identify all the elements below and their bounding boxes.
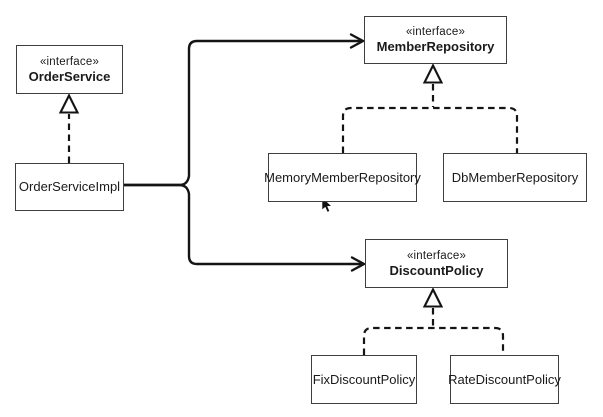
stereotype-label: «interface» — [39, 55, 100, 68]
class-name-label: DiscountPolicy — [389, 262, 484, 278]
class-box-member-repository[interactable]: «interface» MemberRepository — [364, 16, 507, 64]
realization-arrow-discountpolicy-implementations — [362, 287, 505, 355]
class-box-db-member-repository[interactable]: DbMemberRepository — [443, 153, 587, 202]
class-name-label: OrderService — [28, 68, 111, 84]
class-name-label: RateDiscountPolicy — [448, 371, 561, 387]
class-box-rate-discount-policy[interactable]: RateDiscountPolicy — [448, 355, 561, 404]
stereotype-label: «interface» — [405, 26, 466, 38]
realization-arrow-memberrepository-implementations — [341, 63, 519, 153]
class-name-label: FixDiscountPolicy — [312, 371, 416, 387]
class-name-label: OrderServiceImpl — [18, 179, 121, 194]
class-box-order-service-impl[interactable]: OrderServiceImpl — [15, 163, 124, 211]
dependency-arrow-orderserviceimpl-discountpolicy — [122, 183, 367, 272]
class-name-label: DbMemberRepository — [451, 169, 579, 185]
stereotype-label: «interface» — [406, 249, 467, 262]
realization-arrow-orderserviceimpl-orderservice — [58, 93, 80, 163]
class-box-fix-discount-policy[interactable]: FixDiscountPolicy — [311, 355, 417, 404]
class-box-memory-member-repository[interactable]: MemoryMemberRepository — [264, 153, 421, 202]
class-name-label: MemberRepository — [376, 39, 495, 54]
class-box-discount-policy[interactable]: «interface» DiscountPolicy — [365, 239, 508, 288]
class-box-order-service[interactable]: «interface» OrderService — [16, 45, 123, 94]
class-name-label: MemoryMemberRepository — [264, 169, 421, 185]
